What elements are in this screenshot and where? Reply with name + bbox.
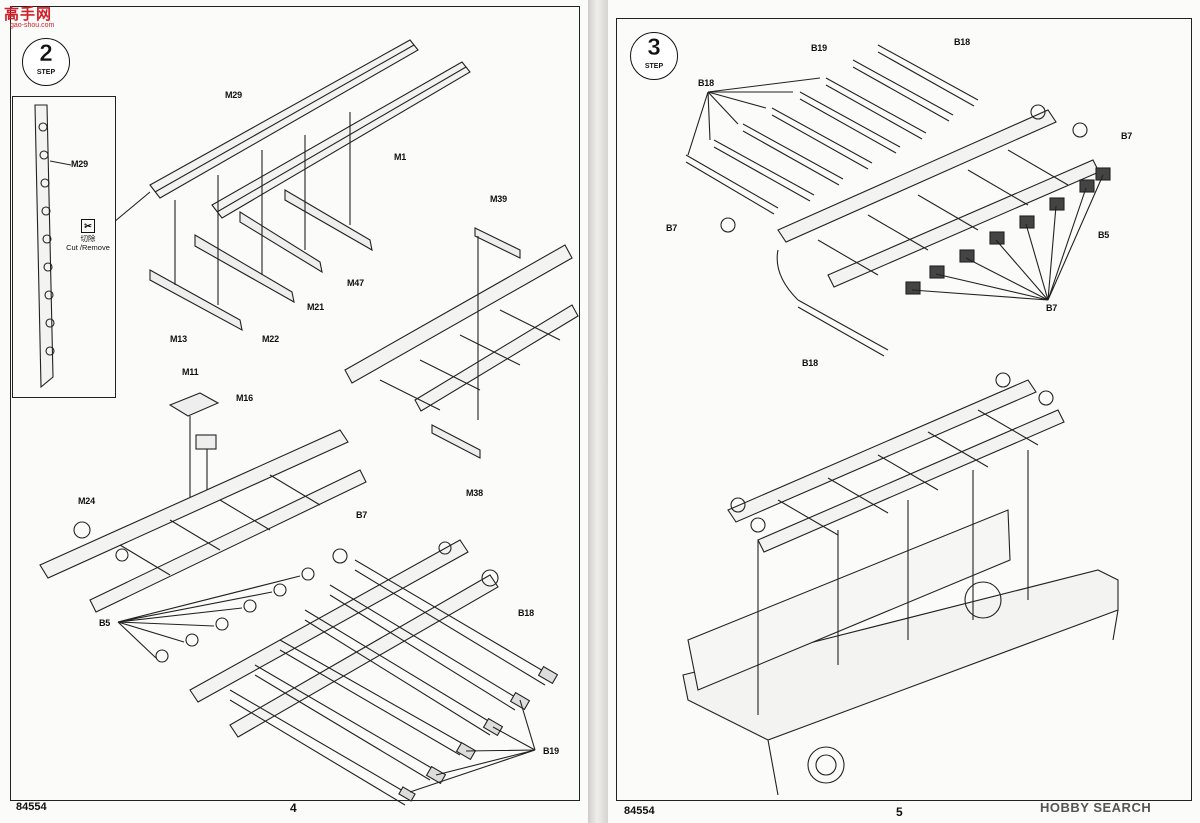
page-border — [10, 6, 580, 801]
step-number: 2 — [39, 40, 53, 67]
label-b19: B19 — [543, 746, 559, 756]
page-number: 4 — [290, 801, 297, 815]
cut-detail-inset: M29 ✂ 切除 Cut /Remove — [12, 96, 116, 398]
cut-remove-note: 切除 Cut /Remove — [63, 234, 113, 252]
step-label: STEP — [36, 69, 56, 76]
label-m24: M24 — [78, 496, 95, 506]
label-m29: M29 — [225, 90, 242, 100]
step-2-assembly-drawing — [39, 39, 579, 806]
step-3-badge: 3 STEP — [630, 32, 678, 80]
page-border — [616, 18, 1192, 801]
label-m29-inset: M29 — [71, 159, 88, 169]
step-label: STEP — [644, 63, 664, 70]
product-code: 84554 — [16, 801, 47, 813]
label-m21: M21 — [307, 302, 324, 312]
inset-part-drawing — [34, 104, 72, 389]
cut-text-cn: 切除 — [80, 234, 96, 243]
label-b18-bottom: B18 — [802, 358, 818, 368]
label-b7: B7 — [356, 510, 368, 520]
watermark-logo: 高手网 — [4, 6, 53, 23]
label-m39: M39 — [490, 194, 507, 204]
label-b5: B5 — [99, 618, 111, 628]
label-m38: M38 — [466, 488, 483, 498]
label-b7-right: B7 — [1121, 131, 1133, 141]
label-m13: M13 — [170, 334, 187, 344]
step-2-badge: 2 STEP — [22, 38, 70, 86]
label-m47: M47 — [347, 278, 364, 288]
product-code: 84554 — [624, 805, 655, 817]
right-page: 3 STEP B18 B19 B18 B7 B7 B5 B7 B18 84554… — [608, 0, 1200, 823]
label-b18-top: B18 — [954, 37, 970, 47]
watermark-url: gao-shou.com — [10, 22, 55, 29]
label-m1: M1 — [394, 152, 407, 162]
label-b19: B19 — [811, 43, 827, 53]
page-number: 5 — [896, 805, 903, 819]
label-b5: B5 — [1098, 230, 1110, 240]
book-gutter — [588, 0, 608, 823]
label-m22: M22 — [262, 334, 279, 344]
label-b7-bottom: B7 — [1046, 303, 1058, 313]
label-b18: B18 — [518, 608, 534, 618]
left-page: 2 STEP M29 ✂ 切除 Cut /Remove M29 M1 M39 M… — [0, 0, 588, 823]
step-3-assembly-drawing — [682, 44, 1119, 796]
label-m11: M11 — [182, 367, 199, 377]
cut-text-en: Cut /Remove — [66, 243, 110, 252]
label-m16: M16 — [236, 393, 253, 403]
label-b18-left: B18 — [698, 78, 714, 88]
cut-icon: ✂ — [81, 219, 95, 233]
label-b7-left: B7 — [666, 223, 678, 233]
step-number: 3 — [647, 34, 661, 61]
watermark-hobby-search: HOBBY SEARCH — [1040, 800, 1152, 815]
